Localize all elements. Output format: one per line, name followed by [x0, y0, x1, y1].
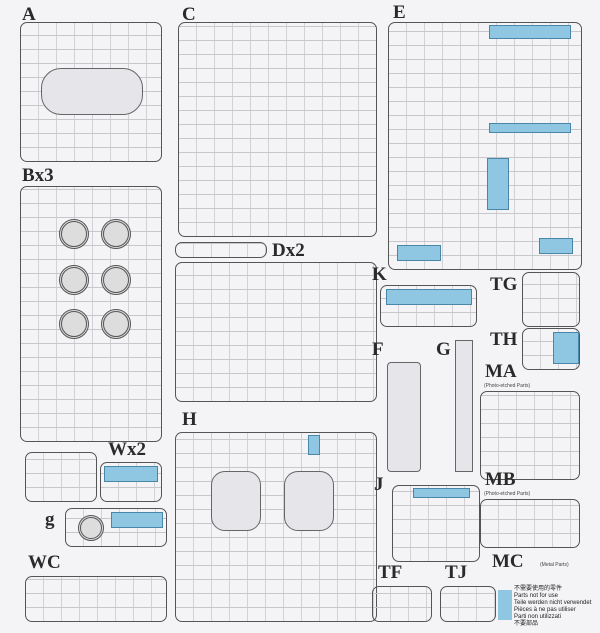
hatch-part [211, 471, 261, 531]
legend-line: Parti non utilizzati [514, 614, 562, 620]
mc-note: (Metal Parts) [540, 562, 569, 568]
sprue-th [522, 328, 580, 370]
hull-part [41, 68, 143, 115]
sprue-ma [480, 391, 580, 480]
sprue-label-tf: TF [378, 562, 403, 583]
sprue-tf [372, 586, 432, 622]
sprue-e [388, 22, 582, 270]
sprue-label-j: J [374, 474, 384, 495]
sprue-label-g: G [436, 339, 451, 360]
unused-part-highlight [386, 289, 472, 305]
sprue-label-b: Bx3 [22, 165, 54, 186]
track-part-f [387, 362, 421, 472]
sprue-h [175, 432, 377, 622]
track-part-g [455, 340, 473, 472]
legend-line: 不需要使用的零件 [514, 586, 563, 592]
sprue-label-tg: TG [490, 274, 518, 295]
wheel-part [101, 309, 131, 339]
sprue-label-a: A [22, 4, 36, 25]
sprue-a [20, 22, 162, 162]
hatch-part [284, 471, 334, 531]
unused-part-highlight [308, 435, 320, 455]
sprue-label-g-small: g [45, 509, 55, 530]
wheel-part [101, 219, 131, 249]
unused-part-highlight [539, 238, 573, 254]
sprue-label-e: E [393, 2, 406, 23]
unused-part-highlight [397, 245, 441, 261]
sprue-label-mb: MB [485, 469, 516, 490]
sprue-c [178, 22, 377, 237]
legend-line: Parts not for use [514, 593, 559, 599]
sprue-label-mc: MC [492, 551, 524, 572]
sprue-w [100, 462, 162, 502]
sprue-small [25, 452, 97, 502]
wheel-part [59, 219, 89, 249]
sprue-g-small [65, 508, 167, 547]
legend-line: Pièces à ne pas utiliser [514, 607, 576, 613]
sprue-mb [480, 499, 580, 548]
sprue-label-c: C [182, 4, 196, 25]
mb-note: (Photo-etched Parts) [484, 491, 531, 497]
legend-line: Teile werden nicht verwendet [514, 600, 592, 606]
sprue-label-h: H [182, 409, 197, 430]
legend-swatch [498, 590, 512, 620]
wheel-part [59, 309, 89, 339]
unused-part-highlight [104, 466, 158, 482]
sprue-k [380, 285, 477, 327]
legend-line: 不要部品 [514, 621, 539, 627]
unused-part-highlight [413, 488, 470, 498]
sprue-b [20, 186, 162, 442]
sprue-label-th: TH [490, 329, 518, 350]
sprue-d [175, 262, 377, 402]
unused-part-highlight [487, 158, 509, 210]
unused-part-highlight [111, 512, 163, 528]
sprue-label-tj: TJ [445, 562, 468, 583]
sprue-d-small [175, 242, 267, 258]
sprue-wc [25, 576, 167, 622]
sprue-label-f: F [372, 339, 384, 360]
ma-note: (Photo-etched Parts) [484, 383, 531, 389]
sprue-tj [440, 586, 496, 622]
unused-part-highlight [489, 123, 571, 133]
unused-part-highlight [489, 25, 571, 39]
sprue-j [392, 485, 480, 562]
unused-part-highlight [553, 332, 579, 364]
sprue-label-wc: WC [28, 552, 61, 573]
legend-text: 不需要使用的零件 Parts not for use Teile werden … [514, 586, 600, 628]
sprue-tg [522, 272, 580, 327]
sprue-label-k: K [372, 264, 387, 285]
wheel-part [78, 515, 104, 541]
sprue-label-d: Dx2 [272, 240, 305, 261]
wheel-part [59, 265, 89, 295]
wheel-part [101, 265, 131, 295]
sprue-label-ma: MA [485, 361, 517, 382]
sprue-label-w: Wx2 [108, 439, 146, 460]
